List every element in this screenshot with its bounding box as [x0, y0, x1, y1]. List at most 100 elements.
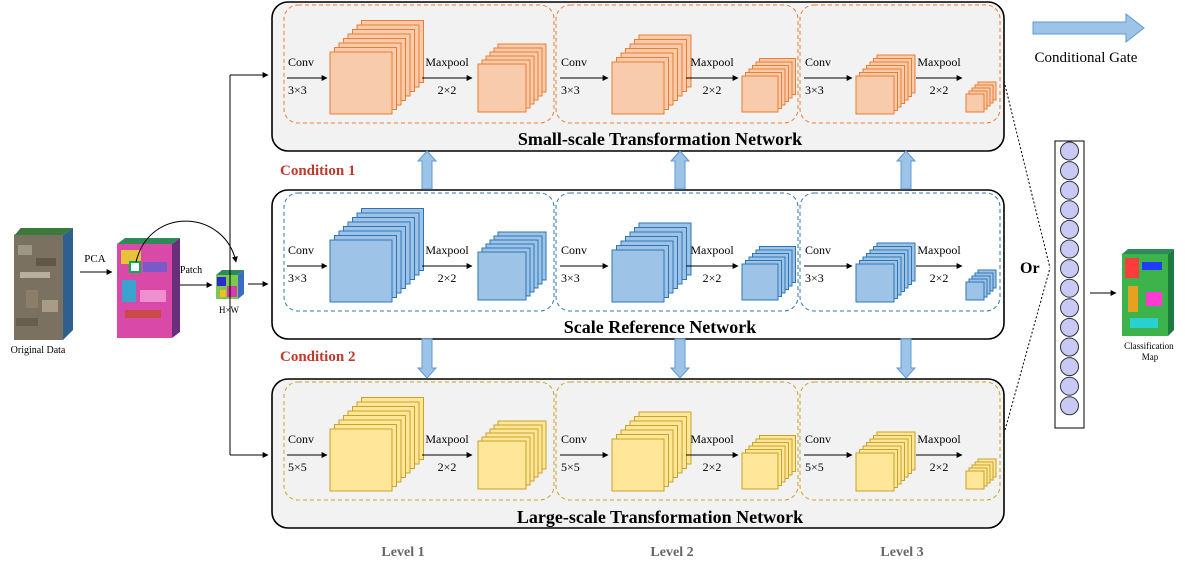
conv-feature-maps	[329, 20, 424, 115]
maxpool-label: Maxpool	[917, 432, 961, 446]
level-dashed-box	[283, 192, 555, 312]
neuron	[1060, 259, 1079, 279]
small-network-title: Small-scale Transformation Network	[518, 129, 802, 149]
patch-label: Patch	[180, 265, 202, 276]
kernel-size-label: 5×5	[561, 460, 580, 474]
condition-1-label: Condition 1	[280, 163, 355, 179]
pooled-feature-maps	[477, 420, 547, 490]
conv-feature-maps	[855, 54, 916, 115]
conv-label: Conv	[561, 55, 587, 69]
pooled-feature-maps	[741, 58, 796, 113]
classification-map-label-line-2: Map	[1142, 352, 1159, 362]
feature-map-layer	[611, 438, 665, 492]
feature-map-layer	[611, 249, 665, 303]
maxpool-label: Maxpool	[425, 55, 469, 69]
fc-neurons	[1060, 141, 1079, 416]
original-data-cube	[13, 228, 73, 340]
gate-arrow-down-icon	[669, 338, 691, 379]
original-data-label: Original Data	[11, 345, 66, 356]
kernel-size-label: 3×3	[561, 83, 580, 97]
conv-label: Conv	[288, 55, 314, 69]
level-1-label: Level 1	[381, 545, 424, 560]
neuron	[1060, 278, 1079, 298]
level-dashed-box	[283, 381, 555, 501]
feature-map-layer	[329, 51, 393, 115]
conv-label: Conv	[288, 243, 314, 257]
feature-map-layer	[965, 93, 985, 113]
pool-size-label: 2×2	[438, 83, 457, 97]
conv-label: Conv	[805, 243, 831, 257]
large-to-fc-dotted	[1004, 267, 1051, 431]
conv-label: Conv	[805, 432, 831, 446]
conditional-gate-legend: Conditional Gate	[1032, 12, 1145, 66]
level-dashed-box	[799, 381, 1001, 501]
gate-arrow-up-icon	[895, 150, 917, 190]
level-dashed-box	[799, 192, 1001, 312]
neuron	[1060, 239, 1079, 259]
level-dashed-box	[799, 4, 1001, 124]
kernel-size-label: 5×5	[805, 460, 824, 474]
level-dashed-box	[283, 4, 555, 124]
kernel-size-label: 3×3	[805, 83, 824, 97]
conv-label: Conv	[561, 432, 587, 446]
feature-map-layer	[855, 452, 895, 492]
large-level-3: Conv 5×5 Maxpool 2×2	[799, 381, 1001, 501]
or-label: Or	[1020, 260, 1040, 277]
conditional-gate-arrow-icon	[1032, 12, 1145, 44]
reference-network-title: Scale Reference Network	[564, 317, 757, 337]
conv-feature-maps	[855, 431, 916, 492]
condition-2-label: Condition 2	[280, 349, 355, 365]
conv-feature-maps	[855, 242, 916, 303]
feature-map-layer	[965, 281, 985, 301]
feature-map-layer	[855, 263, 895, 303]
gate-arrow-up-icon	[669, 150, 691, 190]
neuron	[1060, 180, 1079, 200]
pool-size-label: 2×2	[703, 271, 722, 285]
pooled-feature-maps	[477, 231, 547, 301]
conv-feature-maps	[329, 208, 424, 303]
neuron	[1060, 161, 1079, 181]
neuron	[1060, 141, 1079, 161]
classification-map-label-line-1: Classification	[1124, 341, 1174, 351]
pool-size-label: 2×2	[930, 271, 949, 285]
feature-map-layer	[965, 470, 985, 490]
conv-feature-maps	[611, 34, 692, 115]
feature-map-layer	[477, 440, 527, 490]
pool-size-label: 2×2	[930, 460, 949, 474]
pooled-feature-maps	[965, 269, 997, 301]
neuron	[1060, 200, 1079, 220]
kernel-size-label: 3×3	[561, 271, 580, 285]
level-dashed-box	[555, 4, 799, 124]
gate-arrow-up-icon	[416, 150, 438, 190]
feature-map-layer	[477, 63, 527, 113]
gate-arrow-down-icon	[416, 338, 438, 379]
neuron	[1060, 298, 1079, 318]
pool-size-label: 2×2	[703, 83, 722, 97]
feature-map-layer	[329, 239, 393, 303]
patch-size-label: H×W	[219, 305, 240, 315]
pooled-feature-maps	[741, 246, 796, 301]
conv-feature-maps	[329, 397, 424, 492]
feature-map-layer	[741, 452, 779, 490]
neuron	[1060, 219, 1079, 239]
patch-extraction-arrow	[135, 220, 238, 263]
feature-map-layer	[741, 263, 779, 301]
maxpool-label: Maxpool	[690, 432, 734, 446]
kernel-size-label: 5×5	[288, 460, 307, 474]
conv-label: Conv	[805, 55, 831, 69]
neuron	[1060, 357, 1079, 377]
pooled-feature-maps	[965, 458, 997, 490]
level-dashed-box	[555, 381, 799, 501]
pool-size-label: 2×2	[930, 83, 949, 97]
pooled-feature-maps	[741, 435, 796, 490]
pooled-feature-maps	[477, 43, 547, 113]
neuron	[1060, 317, 1079, 337]
pca-label: PCA	[84, 253, 105, 265]
kernel-size-label: 3×3	[288, 271, 307, 285]
